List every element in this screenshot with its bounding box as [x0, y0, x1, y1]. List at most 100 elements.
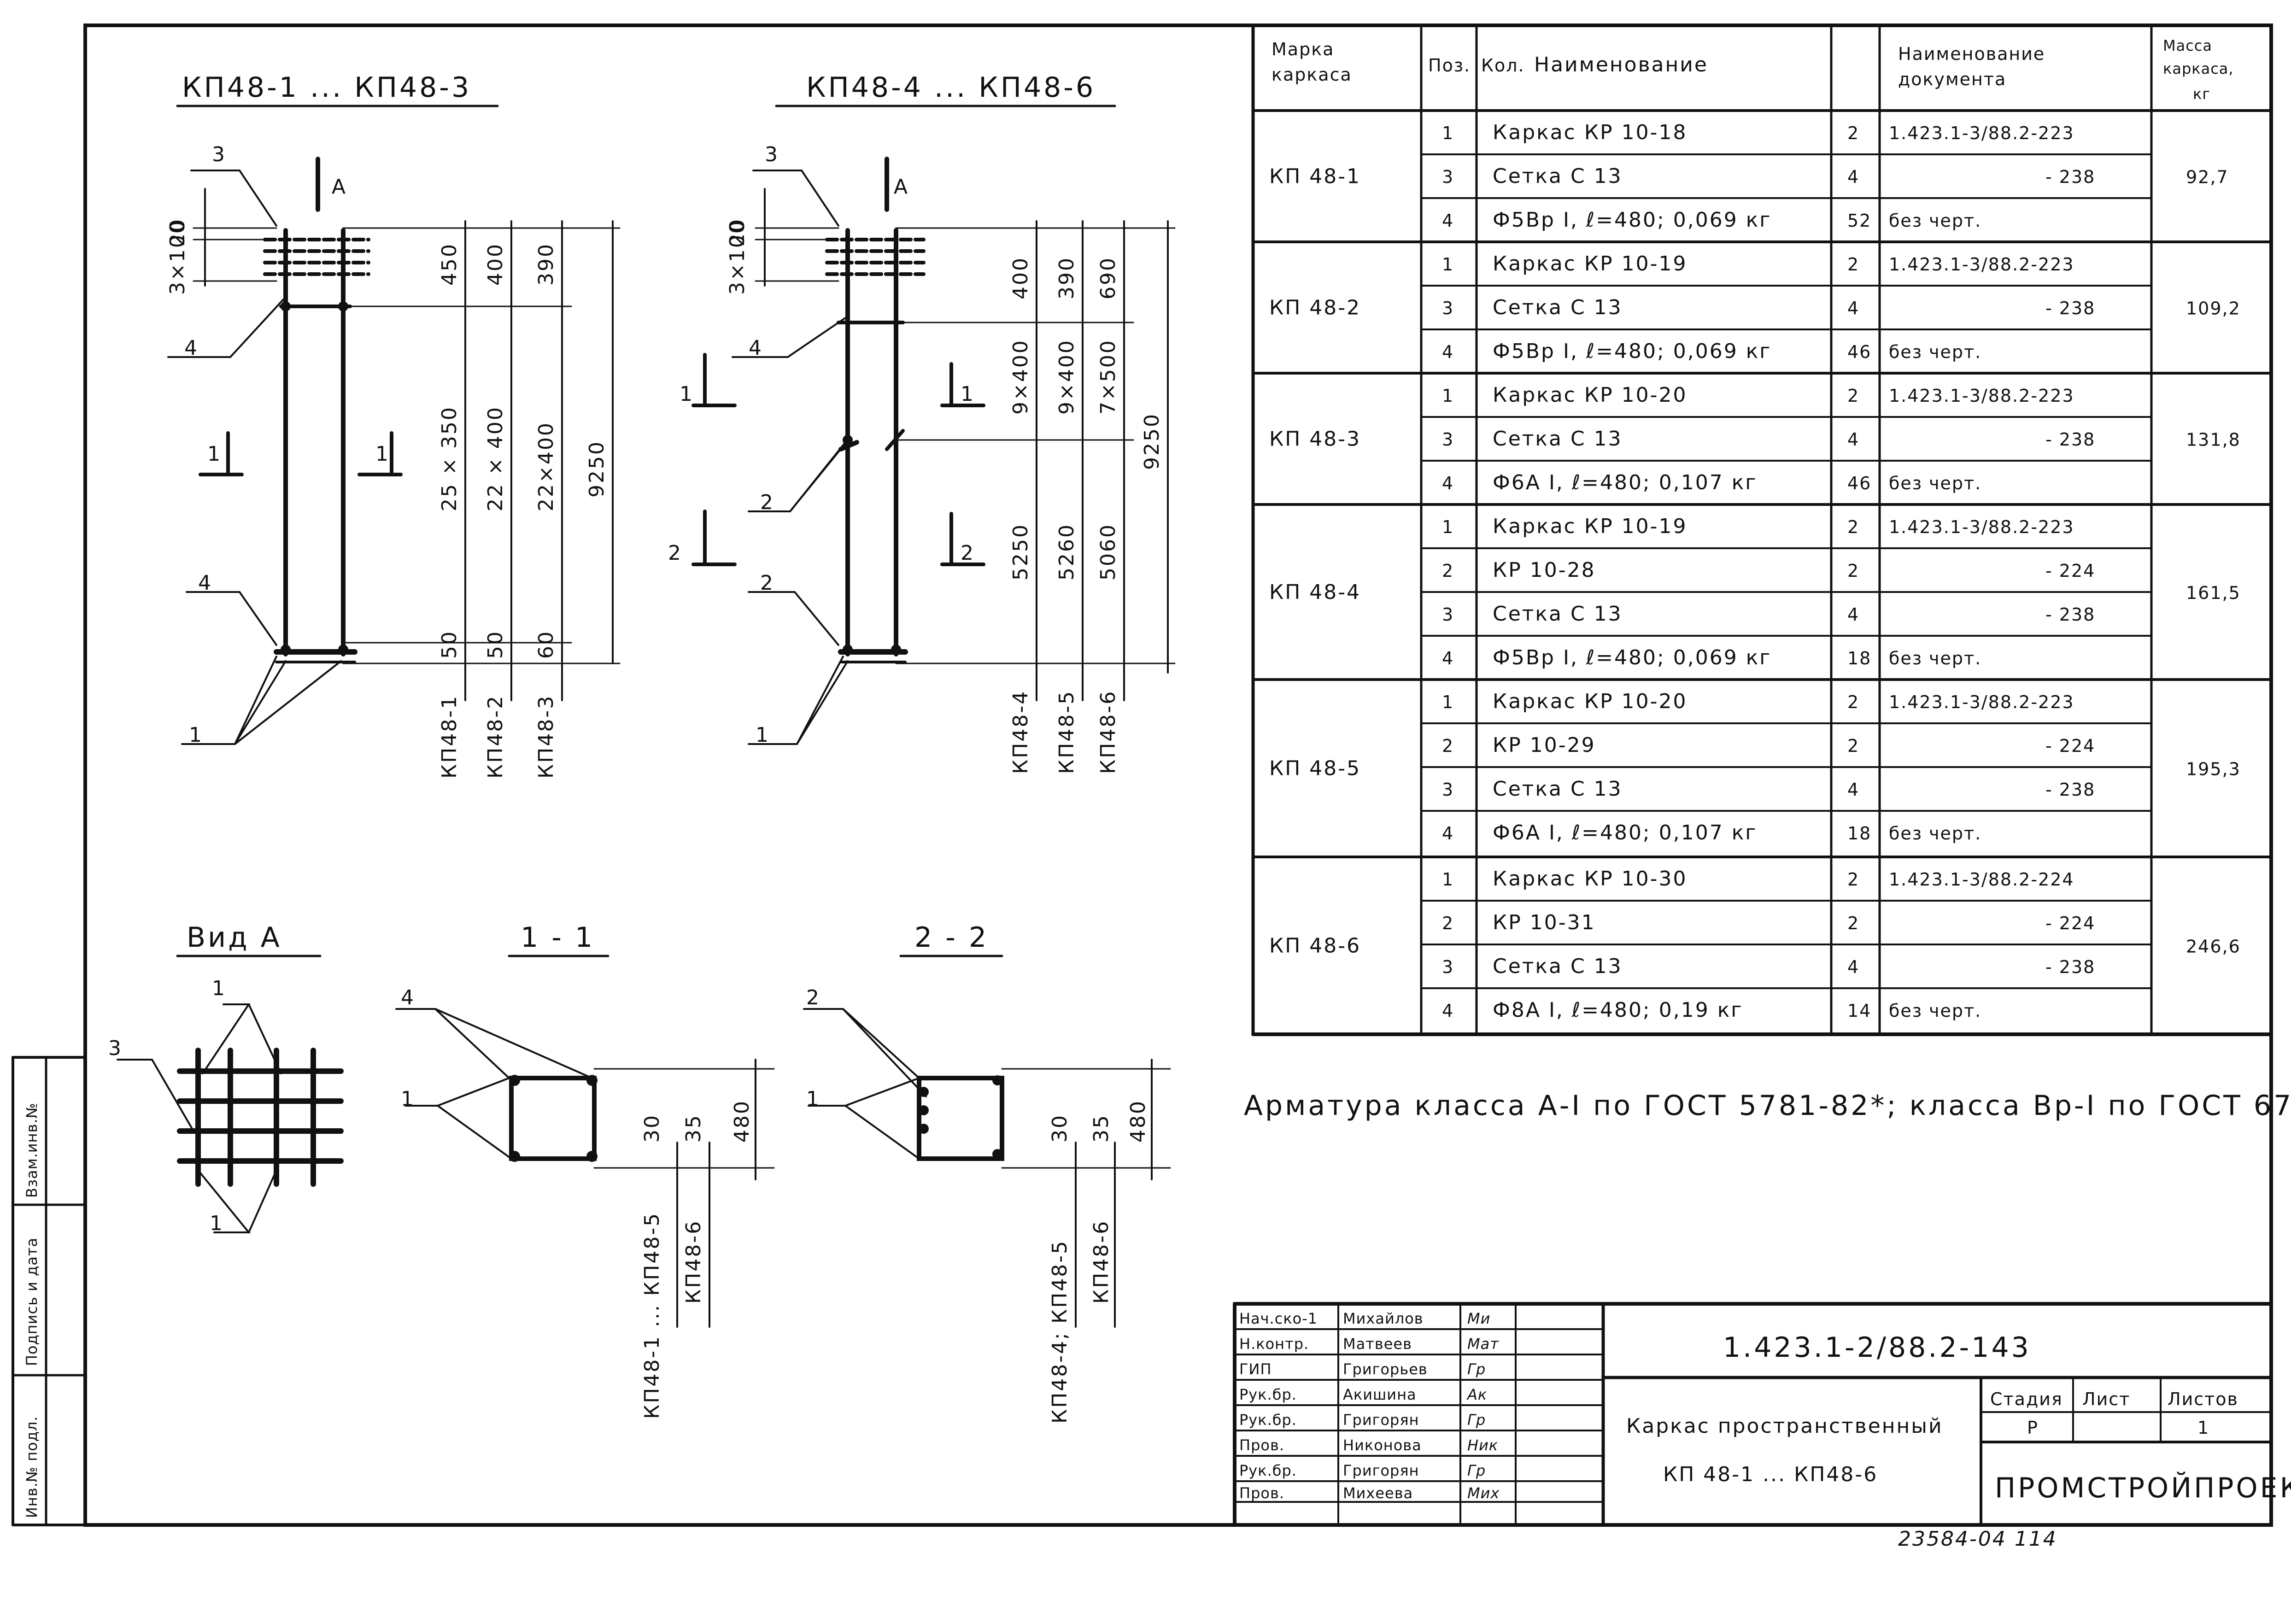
- cell-qty: 14: [1847, 1001, 1871, 1021]
- cell-doc: 1.423.1-3/88.2-223: [1889, 386, 2074, 406]
- svg-text:60: 60: [534, 630, 558, 659]
- bar-dots: [281, 301, 1002, 1162]
- object-name: Каркас пространственный: [1626, 1414, 1943, 1438]
- cell-doc: 1.423.1-3/88.2-223: [1889, 517, 2074, 537]
- role-cell: Рук.бр.: [1239, 1386, 1297, 1403]
- svg-text:50: 50: [438, 630, 461, 659]
- cell-mass: 109,2: [2186, 299, 2241, 319]
- cell-pos: 4: [1442, 1001, 1454, 1021]
- cell-mass: 131,8: [2186, 430, 2241, 450]
- cell-pos: 1: [1442, 692, 1454, 712]
- cell-pos: 3: [1442, 298, 1454, 318]
- svg-text:3×100: 3×100: [166, 219, 189, 295]
- document-code: 1.423.1-2/88.2-143: [1723, 1331, 2031, 1364]
- cell-pos: 2: [1442, 736, 1454, 756]
- svg-text:2: 2: [961, 541, 975, 565]
- view-a: [117, 955, 344, 1233]
- title-elev-1-3: КП48-1 ... КП48-3: [182, 71, 471, 104]
- svg-text:2: 2: [760, 491, 774, 514]
- svg-text:2: 2: [806, 986, 820, 1009]
- cell-mass: 246,6: [2186, 937, 2241, 957]
- cell-name: Каркас КР 10-20: [1493, 690, 1687, 713]
- dims-elev-2: 20 3×100 400 9×400 5250 390 9×400 5260 6…: [726, 218, 1164, 774]
- cell-name: Ф8А I, ℓ=480; 0,19 кг: [1493, 998, 1743, 1022]
- svg-text:1: 1: [212, 977, 226, 1000]
- sheet-frame: [83, 23, 2273, 1527]
- cell-name: Ф6А I, ℓ=480; 0,107 кг: [1493, 821, 1757, 844]
- svg-text:документа: документа: [1898, 69, 2006, 89]
- svg-text:5260: 5260: [1055, 523, 1078, 580]
- svg-text:каркаса,: каркаса,: [2163, 60, 2234, 77]
- svg-text:КП48-4; КП48-5: КП48-4; КП48-5: [1048, 1240, 1072, 1424]
- svg-text:1: 1: [961, 382, 975, 406]
- cell-name: Ф5Вр I, ℓ=480; 0,069 кг: [1493, 646, 1771, 669]
- svg-text:КП48-3: КП48-3: [534, 695, 558, 779]
- signature-cell: Гр: [1467, 1462, 1486, 1479]
- svg-text:22×400: 22×400: [534, 422, 558, 511]
- svg-text:Лист: Лист: [2082, 1389, 2130, 1409]
- svg-text:390: 390: [1055, 257, 1078, 299]
- svg-text:Подпись и дата: Подпись и дата: [23, 1237, 41, 1366]
- cell-pos: 3: [1442, 957, 1454, 977]
- cell-pos: 4: [1442, 823, 1454, 844]
- svg-text:1: 1: [756, 723, 770, 747]
- svg-text:КП48-6: КП48-6: [1096, 690, 1120, 774]
- svg-text:А: А: [894, 175, 909, 199]
- svg-text:2: 2: [668, 541, 682, 565]
- cell-name: Каркас КР 10-19: [1493, 252, 1687, 276]
- cell-doc: - 224: [2045, 561, 2095, 581]
- svg-text:4: 4: [184, 336, 199, 360]
- svg-text:20: 20: [166, 218, 189, 246]
- cell-name: Каркас КР 10-20: [1493, 383, 1687, 407]
- cell-qty: 18: [1847, 823, 1871, 844]
- svg-text:КП48-6: КП48-6: [1090, 1220, 1113, 1304]
- svg-text:КП48-2: КП48-2: [484, 695, 507, 779]
- cell-pos: 1: [1442, 123, 1454, 143]
- svg-text:480: 480: [1126, 1100, 1150, 1143]
- cell-mark: КП 48-1: [1269, 165, 1361, 188]
- svg-text:1: 1: [207, 442, 222, 466]
- role-cell: Рук.бр.: [1239, 1462, 1297, 1479]
- svg-text:9×400: 9×400: [1009, 339, 1032, 415]
- cell-doc: - 238: [2045, 167, 2095, 187]
- role-cell: Пров.: [1239, 1436, 1284, 1454]
- cell-doc: - 238: [2045, 429, 2095, 450]
- cell-qty: 2: [1847, 517, 1859, 537]
- cell-name: Сетка С 13: [1493, 955, 1623, 978]
- cell-doc: - 238: [2045, 957, 2095, 977]
- org-name: ПРОМСТРОЙПРОЕКТ: [1995, 1471, 2291, 1504]
- signature-cell: Гр: [1467, 1411, 1486, 1429]
- svg-text:400: 400: [484, 243, 507, 286]
- svg-text:1: 1: [2197, 1418, 2209, 1438]
- svg-text:Масса: Масса: [2163, 37, 2212, 54]
- role-cell: Пров.: [1239, 1484, 1284, 1502]
- cell-pos: 3: [1442, 604, 1454, 625]
- svg-text:3: 3: [765, 143, 779, 166]
- cell-qty: 2: [1847, 254, 1859, 275]
- svg-text:450: 450: [438, 243, 461, 286]
- cell-doc: без черт.: [1889, 342, 1981, 362]
- signature-cell: Ник: [1467, 1436, 1498, 1454]
- cell-doc: - 238: [2045, 780, 2095, 800]
- reinforcement-note: Арматура класса А-I по ГОСТ 5781-82*; кл…: [1244, 1090, 2291, 1122]
- cell-pos: 2: [1442, 913, 1454, 933]
- cell-doc: - 238: [2045, 298, 2095, 318]
- cell-doc: 1.423.1-3/88.2-223: [1889, 692, 2074, 712]
- cell-mark: КП 48-4: [1269, 580, 1361, 604]
- cell-doc: - 224: [2045, 736, 2095, 756]
- section-1-1: [395, 955, 775, 1328]
- signature-cell: Мих: [1467, 1484, 1500, 1502]
- svg-text:22 × 400: 22 × 400: [484, 406, 507, 511]
- signature-cell: Гр: [1467, 1360, 1486, 1378]
- cell-qty: 2: [1847, 913, 1859, 933]
- signature-cell: Ак: [1466, 1386, 1487, 1403]
- svg-text:Взам.инв.№: Взам.инв.№: [23, 1102, 41, 1198]
- cell-name: Каркас КР 10-30: [1493, 867, 1687, 891]
- spec-table-grid: [1251, 23, 2273, 1036]
- cell-pos: 1: [1442, 517, 1454, 537]
- cell-qty: 2: [1847, 692, 1859, 712]
- archive-number: 23584-04 114: [1898, 1527, 2057, 1551]
- cell-qty: 4: [1847, 167, 1859, 187]
